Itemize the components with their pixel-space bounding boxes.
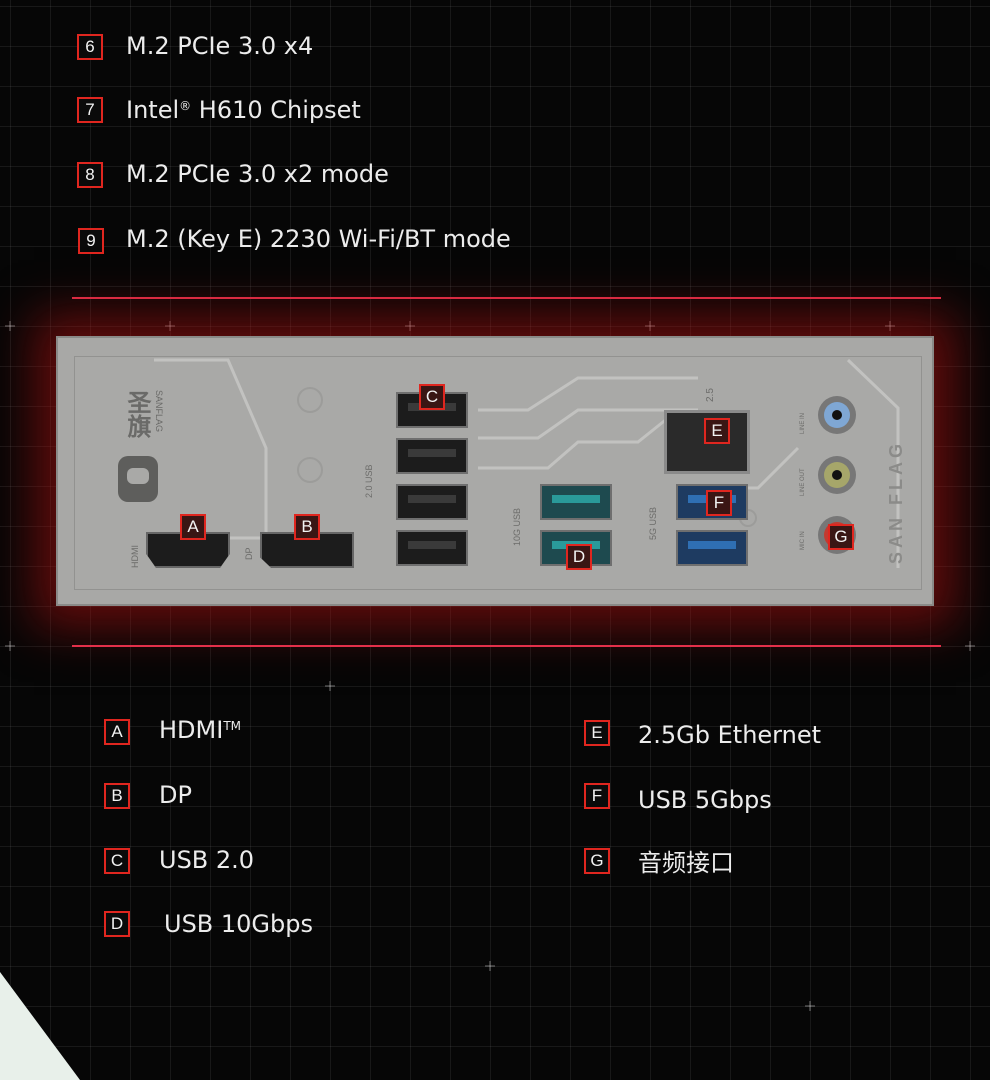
usb2-port: [396, 484, 468, 520]
brand-name-en: SANFLAG: [154, 390, 164, 433]
legend-label: 音频接口: [638, 849, 734, 877]
divider-top: [72, 297, 941, 299]
spec-label: M.2 PCIe 3.0 x4: [126, 32, 314, 60]
jack-hole: [832, 410, 842, 420]
spec-badge: 8: [77, 162, 103, 188]
panel-marker-f: F: [706, 490, 732, 516]
grid-cross: [485, 961, 495, 971]
grid-cross: [645, 321, 655, 331]
spec-badge: 9: [78, 228, 104, 254]
legend-badge: A: [104, 719, 130, 745]
divider-bottom: [72, 645, 941, 647]
line-in-jack: [818, 396, 856, 434]
legend-label: USB 2.0: [159, 846, 255, 874]
line-out-label: LINE OUT: [800, 468, 806, 496]
jack-hole: [832, 470, 842, 480]
panel-marker-d: D: [566, 544, 592, 570]
ethernet-speed-label: 2.5: [705, 388, 716, 402]
line-in-ring: [824, 402, 850, 428]
hdmi-port-label: HDMI: [130, 545, 140, 568]
panel-marker-e: E: [704, 418, 730, 444]
grid-cross: [165, 321, 175, 331]
line-out-ring: [824, 462, 850, 488]
usb2-port: [396, 530, 468, 566]
brand-logo: [118, 456, 158, 502]
spec-label: M.2 (Key E) 2230 Wi-Fi/BT mode: [126, 225, 511, 253]
legend-label-text: HDMI: [159, 716, 224, 744]
usb-10g-port: [540, 484, 612, 520]
line-out-jack: [818, 456, 856, 494]
legend-badge: B: [104, 783, 130, 809]
panel-marker-g: G: [828, 524, 854, 550]
legend-badge: G: [584, 848, 610, 874]
panel-marker-c: C: [419, 384, 445, 410]
grid-cross: [5, 321, 15, 331]
brand-name-cn: 圣旗: [123, 390, 151, 438]
legend-badge: E: [584, 720, 610, 746]
spec-label-text: H610 Chipset: [191, 96, 361, 124]
registered-mark: ®: [179, 99, 192, 113]
usb2-label: 2.0 USB: [364, 464, 374, 498]
usb2-port: [396, 438, 468, 474]
legend-label: 2.5Gb Ethernet: [638, 721, 822, 749]
legend-badge: F: [584, 783, 610, 809]
legend-label: USB 10Gbps: [164, 910, 314, 938]
usb-10g-label: 10G USB: [512, 507, 522, 546]
grid-cross: [325, 681, 335, 691]
legend-label: DP: [159, 781, 192, 809]
trademark-mark: TM: [223, 719, 241, 733]
mic-in-label: MIC IN: [800, 531, 806, 550]
line-in-label: LINE IN: [800, 412, 806, 434]
usb-5g-label: 5G USB: [648, 506, 658, 540]
panel-marker-a: A: [180, 514, 206, 540]
grid-cross: [5, 641, 15, 651]
corner-decoration: [0, 972, 80, 1080]
spec-badge: 7: [77, 97, 103, 123]
spec-badge: 6: [77, 34, 103, 60]
legend-badge: C: [104, 848, 130, 874]
spec-label: Intel® H610 Chipset: [126, 95, 361, 125]
grid-cross: [405, 321, 415, 331]
legend-badge: D: [104, 911, 130, 937]
panel-marker-b: B: [294, 514, 320, 540]
displayport-port-label: DP: [244, 547, 254, 560]
legend-label: USB 5Gbps: [638, 786, 772, 814]
grid-cross: [805, 1001, 815, 1011]
legend-label: HDMITM: [159, 715, 241, 745]
spec-label-text: Intel: [126, 96, 180, 124]
grid-cross: [965, 641, 975, 651]
usb-5g-port: [676, 530, 748, 566]
brand-name-side: SAN FLAG: [886, 440, 906, 564]
brand-logo-face: [127, 468, 149, 484]
grid-cross: [885, 321, 895, 331]
io-shield-panel: 圣旗 SANFLAG SAN FLAG HDMI DP 2.0 USB 10G …: [56, 336, 934, 606]
spec-label: M.2 PCIe 3.0 x2 mode: [126, 160, 389, 188]
